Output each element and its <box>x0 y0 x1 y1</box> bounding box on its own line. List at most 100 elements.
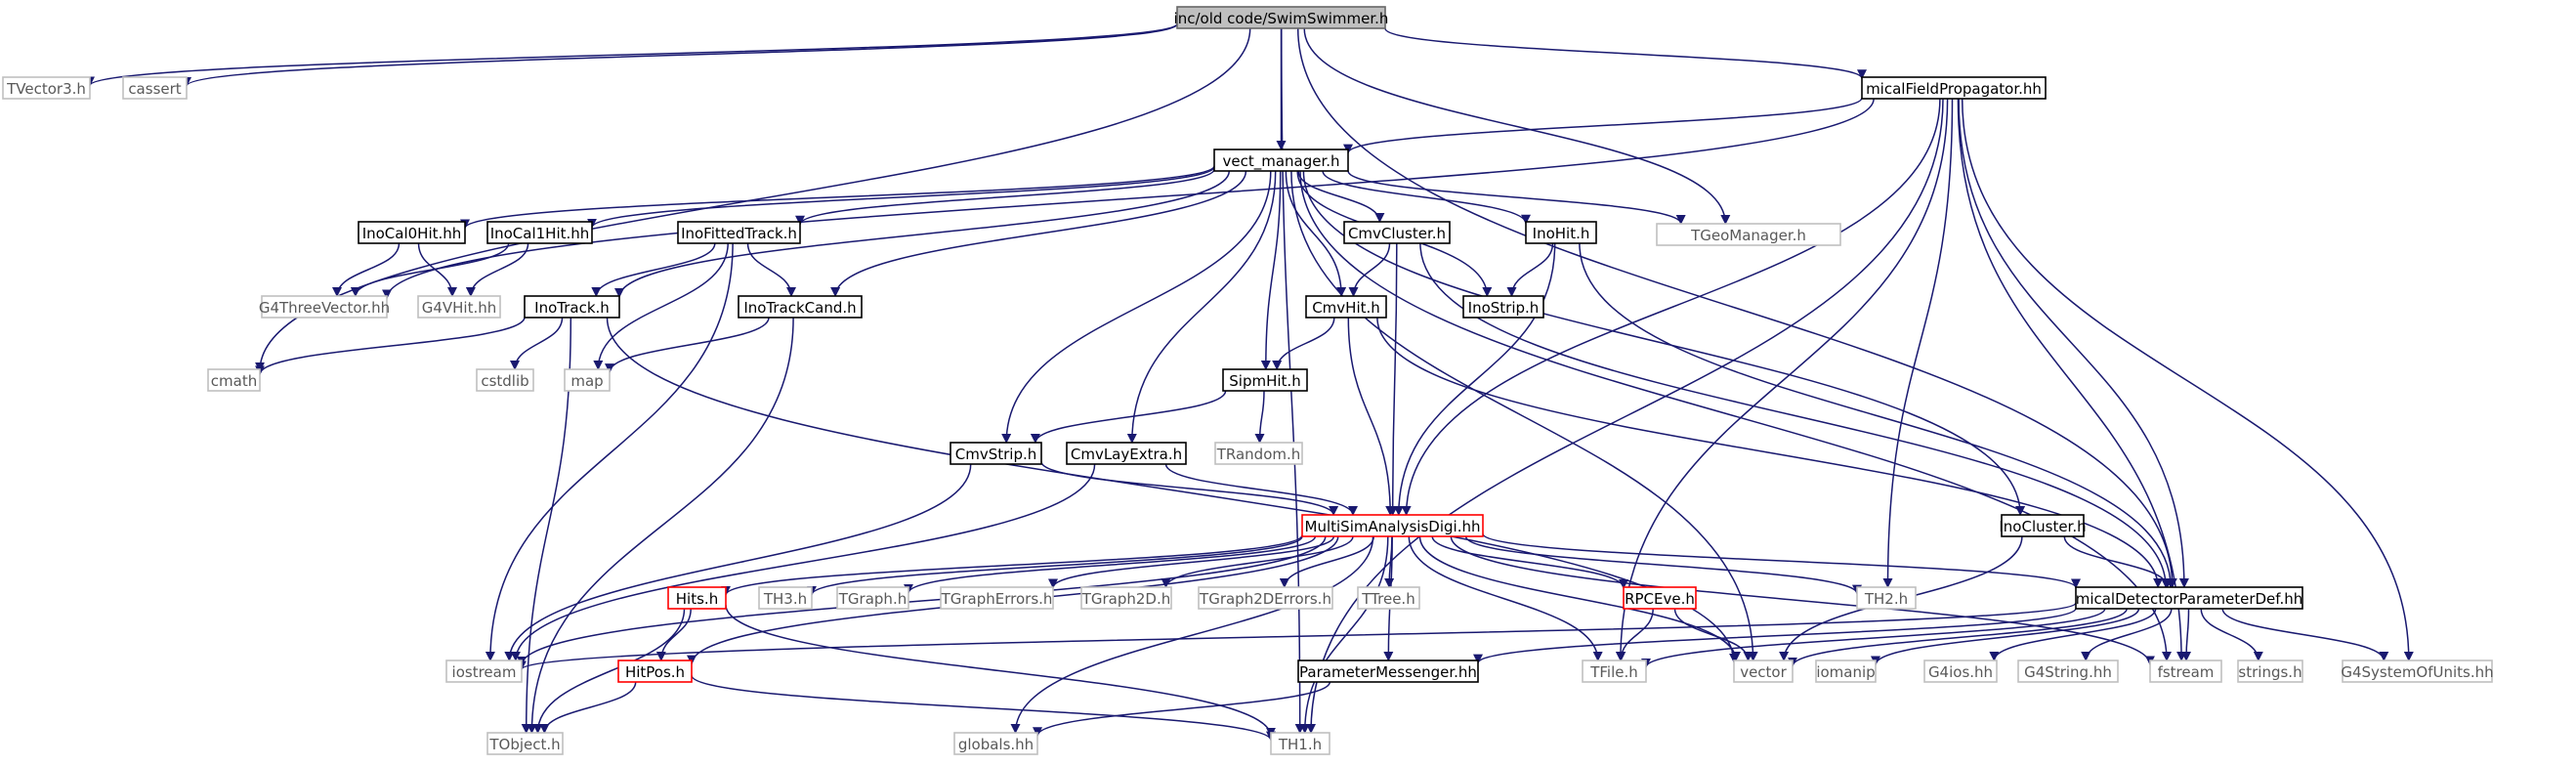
node-cmvcl[interactable]: CmvCluster.h <box>1343 221 1451 244</box>
edge-vect-to-ical1 <box>587 166 1215 229</box>
node-label: InoCluster.h <box>1999 518 2086 535</box>
node-box <box>1176 6 1386 29</box>
node-ical1[interactable]: InoCal1Hit.hh <box>486 221 593 244</box>
edge-cmvlay-to-iostream <box>510 463 1096 661</box>
node-sipm[interactable]: SipmHit.h <box>1222 368 1308 392</box>
edge-mdpd-to-g4string <box>2081 608 2173 661</box>
edge-rpceve-to-vector <box>1673 608 1753 661</box>
node-itcand[interactable]: InoTrackCand.h <box>738 295 863 319</box>
edge-mdpd-to-vector <box>1788 608 2128 667</box>
node-g4string: G4String.hh <box>2017 660 2119 683</box>
node-g4ios: G4ios.hh <box>1923 660 1998 683</box>
edge-vect-to-tgeo <box>1347 170 1686 225</box>
edge-mfp-to-g4sys <box>1961 98 2414 661</box>
node-label: vector <box>1740 663 1787 681</box>
edge-cmvcl-to-msad <box>1387 242 1398 516</box>
edge-inohit-to-mdpd <box>1579 242 2176 588</box>
edge-hitpos-to-th1 <box>691 674 1276 742</box>
node-box <box>2017 660 2119 683</box>
node-strings: strings.h <box>2237 660 2303 683</box>
node-vect[interactable]: vect_manager.h <box>1213 149 1349 172</box>
node-label: TGraphErrors.h <box>941 590 1053 608</box>
node-label: ParameterMessenger.hh <box>1299 663 1477 681</box>
node-label: cmath <box>211 372 257 390</box>
node-label: vect_manager.h <box>1222 152 1339 171</box>
edge-cmvhit-to-sipm <box>1272 317 1335 370</box>
node-label: TVector3.h <box>6 80 86 98</box>
node-rpceve[interactable]: RPCEve.h <box>1623 586 1697 610</box>
edge-mfp-to-g4three <box>382 98 1875 300</box>
node-label: InoHit.h <box>1533 225 1590 242</box>
node-label: TGraph2DErrors.h <box>1199 590 1331 608</box>
node-cmvstrip[interactable]: CmvStrip.h <box>950 442 1042 465</box>
node-label: MultiSimAnalysisDigi.hh <box>1305 518 1481 535</box>
node-ical0[interactable]: InoCal0Hit.hh <box>358 221 466 244</box>
node-label: TTree.h <box>1361 590 1415 608</box>
node-label: cstdlib <box>481 372 528 390</box>
node-cmvlay[interactable]: CmvLayExtra.h <box>1066 442 1187 465</box>
node-box <box>207 368 261 392</box>
edge-vect-to-ifit <box>795 168 1215 226</box>
node-label: iostream <box>452 663 517 681</box>
node-mdpd[interactable]: micalDetectorParameterDef.hh <box>2075 586 2303 610</box>
node-mfp[interactable]: micalFieldPropagator.hh <box>1861 76 2047 100</box>
node-tgr2derr: TGraph2DErrors.h <box>1198 586 1333 610</box>
node-box <box>1343 221 1451 244</box>
edge-cmvcl-to-cmvhit <box>1348 242 1391 297</box>
node-box <box>1198 586 1333 610</box>
node-box <box>1861 76 2047 100</box>
node-label: G4String.hh <box>2024 663 2112 681</box>
node-label: TRandom.h <box>1216 446 1301 463</box>
edge-msad-to-tgrerr <box>1048 535 1335 589</box>
node-box <box>2237 660 2303 683</box>
node-box <box>836 586 909 610</box>
node-box <box>1066 442 1187 465</box>
edge-msad-to-tgr2d <box>1161 535 1354 588</box>
edge-ifit-to-itcand <box>746 242 796 297</box>
edge-msad-to-hits <box>721 534 1303 596</box>
edge-ifit-to-iostream <box>485 242 734 661</box>
node-label: globals.hh <box>958 736 1034 753</box>
edge-mfp-to-tfile <box>1615 98 1949 661</box>
node-th2: TH2.h <box>1856 586 1917 610</box>
node-box <box>2001 514 2085 537</box>
edge-ical0-to-g4three <box>332 242 401 297</box>
node-box <box>1582 660 1647 683</box>
node-label: fstream <box>2158 663 2215 681</box>
edge-inotrack-to-vector <box>606 317 1739 663</box>
edge-mdpd-to-iomanip <box>1871 608 2140 666</box>
node-inohit[interactable]: InoHit.h <box>1525 221 1597 244</box>
node-hits[interactable]: Hits.h <box>667 586 727 610</box>
node-label: HitPos.h <box>625 663 685 681</box>
edge-mfp-to-msad <box>1401 98 1941 516</box>
node-inotrack[interactable]: InoTrack.h <box>524 295 620 319</box>
node-box <box>122 76 188 100</box>
edge-ical1-to-g4three <box>350 242 510 297</box>
node-cmvhit[interactable]: CmvHit.h <box>1305 295 1387 319</box>
node-ifit[interactable]: InoFittedTrack.h <box>677 221 801 244</box>
node-label: G4VHit.hh <box>422 299 497 317</box>
edge-vect-to-cmvcl <box>1297 170 1385 223</box>
node-label: TGraph.h <box>838 590 907 608</box>
edge-inohit-to-msad <box>1393 242 1556 516</box>
node-msad[interactable]: MultiSimAnalysisDigi.hh <box>1301 514 1484 537</box>
node-box <box>2 76 91 100</box>
node-ttree: TTree.h <box>1357 586 1420 610</box>
node-box <box>524 295 620 319</box>
node-label: inc/old code/SwimSwimmer.h <box>1174 10 1389 27</box>
node-parmsg[interactable]: ParameterMessenger.hh <box>1297 660 1479 683</box>
node-box <box>2075 586 2303 610</box>
edge-mfp-to-mdpd <box>1958 98 2189 588</box>
node-cassert: cassert <box>122 76 188 100</box>
edge-cmvhit-to-msad <box>1347 317 1396 516</box>
edge-swim-to-mdpd <box>1296 27 2177 588</box>
edge-cmvstrip-to-iostream <box>504 463 972 661</box>
node-inocl[interactable]: InoCluster.h <box>1999 514 2087 537</box>
node-swim[interactable]: inc/old code/SwimSwimmer.h <box>1174 6 1389 29</box>
edge-msad-to-th2 <box>1464 535 1862 595</box>
node-box <box>445 660 523 683</box>
node-box <box>758 586 813 610</box>
node-inostrip[interactable]: InoStrip.h <box>1462 295 1544 319</box>
node-hitpos[interactable]: HitPos.h <box>617 660 693 683</box>
node-label: CmvHit.h <box>1312 299 1380 317</box>
